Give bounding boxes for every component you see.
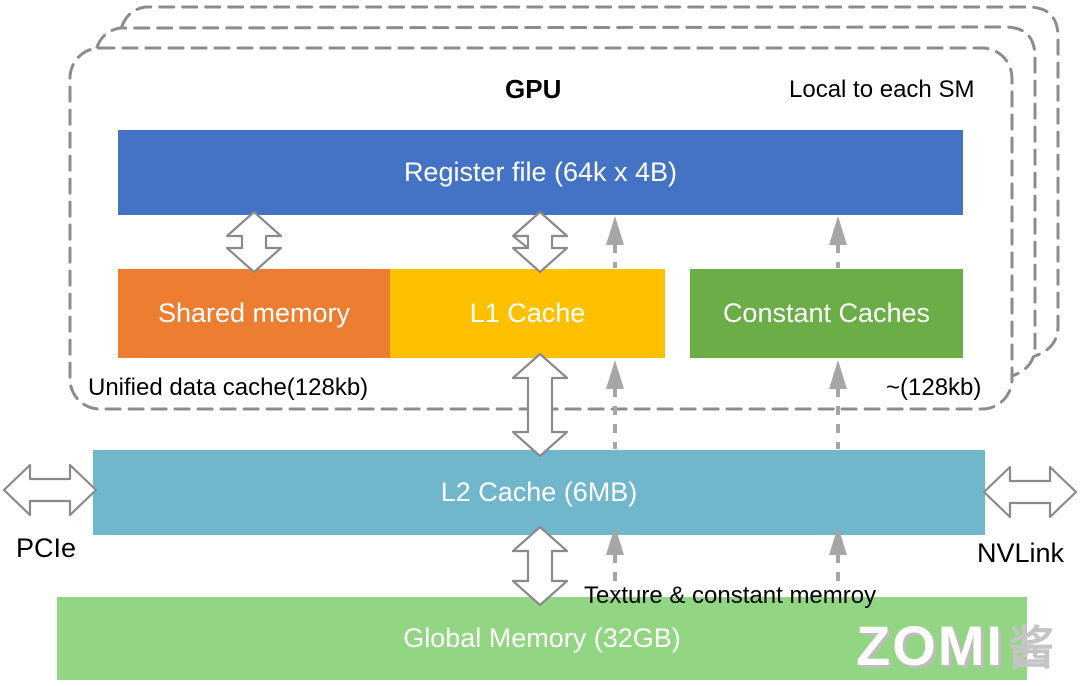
nvlink-double-arrow-icon <box>982 465 1078 519</box>
texture-arrowhead-left-l2 <box>606 526 624 555</box>
register-l1-double-arrow-icon <box>511 210 569 274</box>
texture-constant-memory-note: Texture & constant memroy <box>584 582 877 609</box>
watermark: ZOMI 酱 <box>856 612 1054 678</box>
global-memory-bar: Global Memory (32GB) <box>57 597 1027 680</box>
l1-cache-label: L1 Cache <box>469 298 586 328</box>
texture-arrowhead-left-register <box>606 216 624 245</box>
register-shared-double-arrow-icon <box>225 210 283 274</box>
register-file-label: Register file (64k x 4B) <box>403 157 678 187</box>
sm-box-back-outline <box>120 5 1060 358</box>
register-file-bar: Register file (64k x 4B) <box>118 130 963 215</box>
constant-caches-label: Constant Caches <box>722 298 931 328</box>
texture-arrowhead-right-l2 <box>829 526 847 555</box>
l1-cache-bar: L1 Cache <box>390 269 665 358</box>
sm-box-middle-outline <box>95 25 1037 378</box>
nvlink-label: NVLink <box>977 538 1065 568</box>
texture-arrowhead-left-l1 <box>606 360 624 389</box>
shared-memory-bar: Shared memory <box>118 269 390 358</box>
l2-cache-bar: L2 Cache (6MB) <box>93 450 985 535</box>
local-to-each-sm-label: Local to each SM <box>789 76 975 103</box>
pcie-label: PCIe <box>16 533 77 563</box>
gpu-title: GPU <box>505 74 562 104</box>
l2-global-double-arrow-icon <box>511 525 569 607</box>
pcie-double-arrow-icon <box>2 463 98 517</box>
global-memory-label: Global Memory (32GB) <box>403 623 681 653</box>
l1-l2-double-arrow-icon <box>511 352 569 458</box>
unified-data-cache-note: Unified data cache(128kb) <box>88 374 369 401</box>
watermark-jiang-text: 酱 <box>1007 622 1054 674</box>
watermark-zomi-text: ZOMI <box>856 613 1004 677</box>
texture-arrowhead-right-register <box>829 216 847 245</box>
sm-box-front-outline <box>68 46 1014 411</box>
l2-cache-label: L2 Cache (6MB) <box>440 477 638 507</box>
constant-caches-bar: Constant Caches <box>690 269 963 358</box>
constant-size-note: ~(128kb) <box>886 374 982 401</box>
texture-arrowhead-right-constant <box>829 360 847 389</box>
shared-memory-label: Shared memory <box>157 298 351 328</box>
